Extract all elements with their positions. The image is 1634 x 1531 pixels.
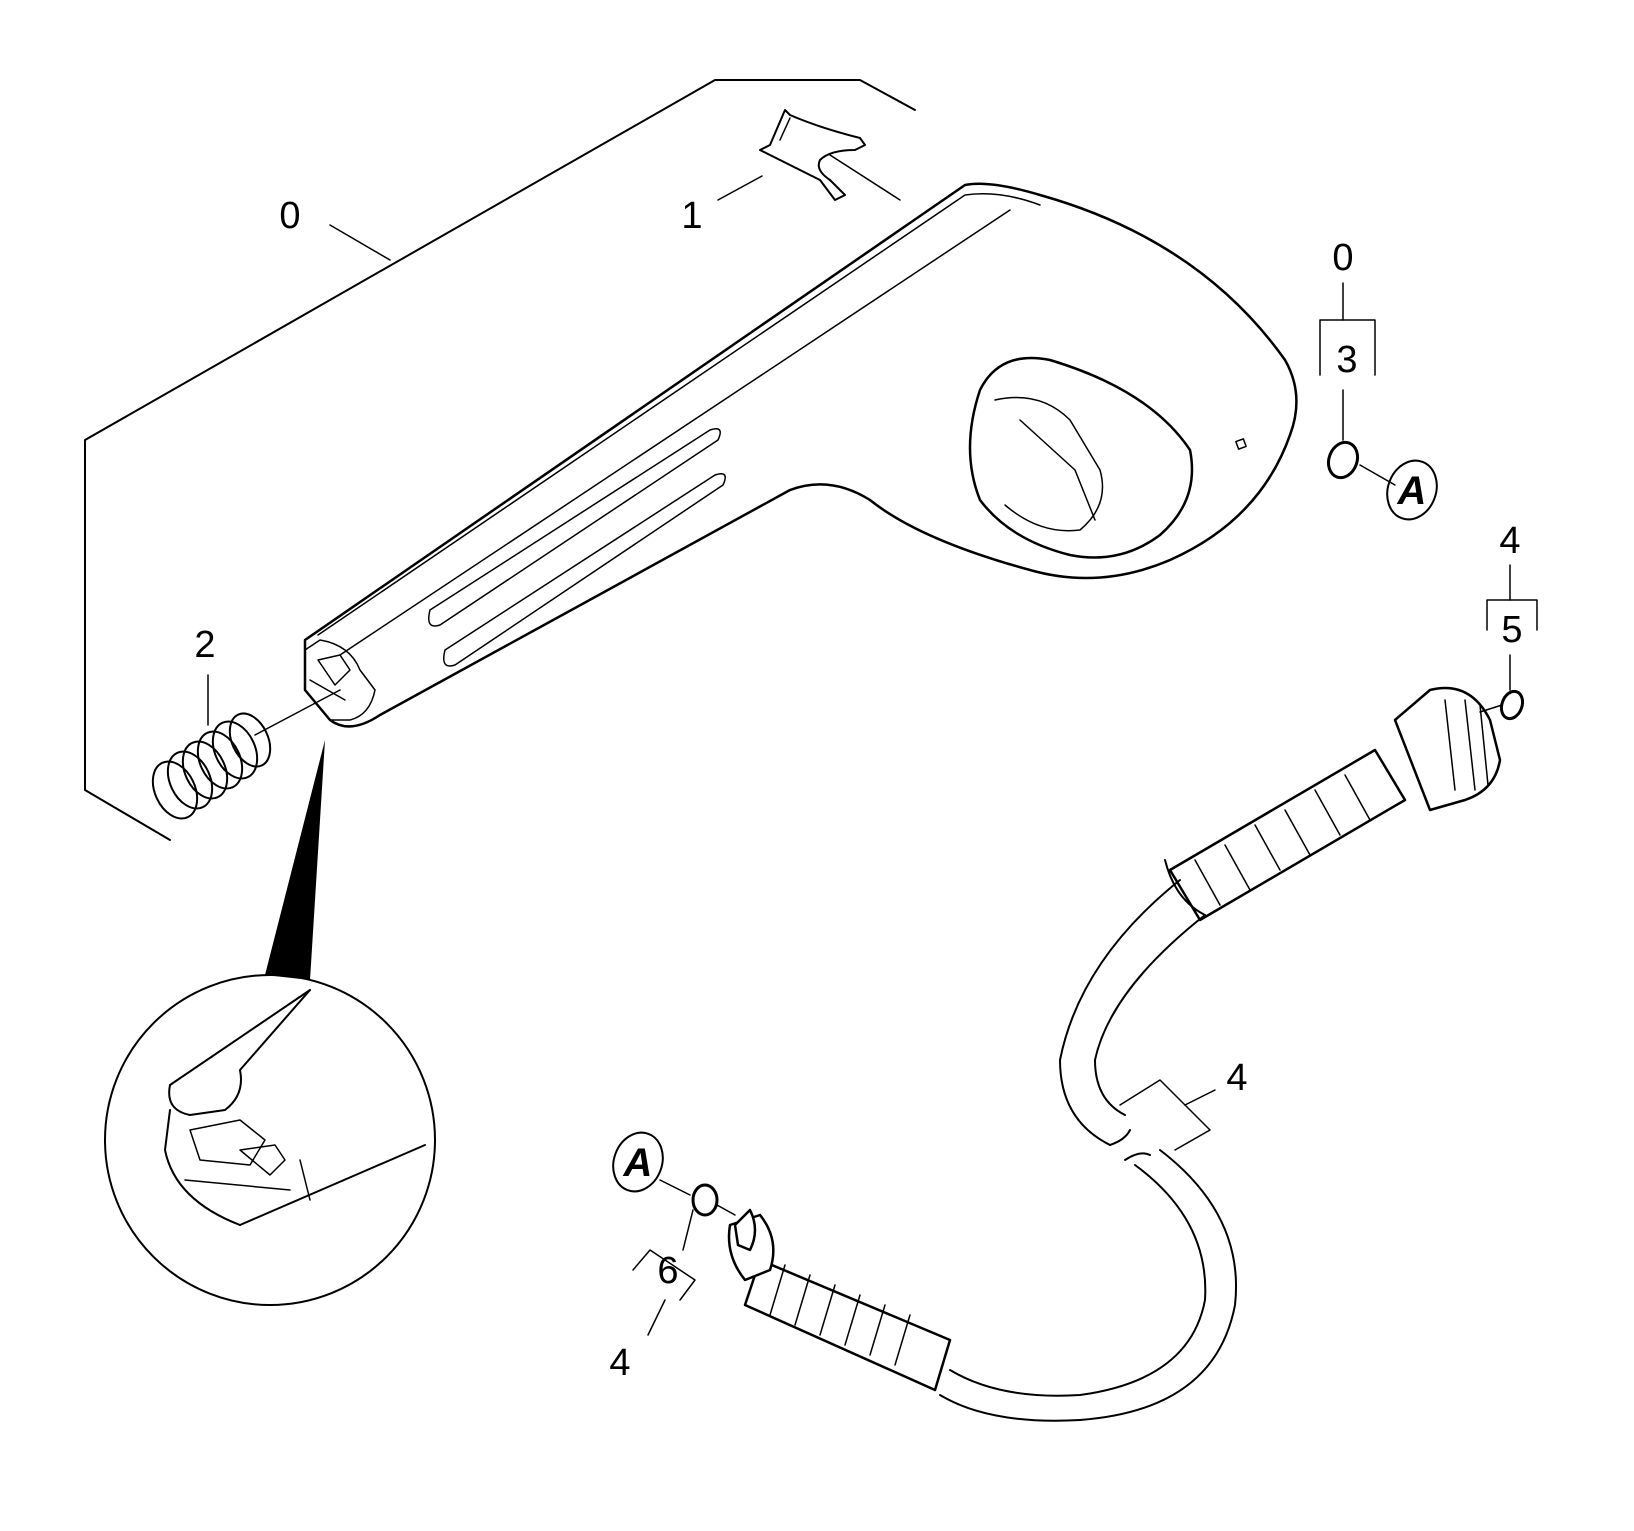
label-oring-top: 3 <box>1336 339 1357 381</box>
high-pressure-hose <box>727 686 1502 1422</box>
label-kit-main: 0 <box>279 195 300 237</box>
retaining-clip <box>759 109 901 201</box>
label-kit-oring-top: 0 <box>1332 237 1353 279</box>
connection-callout-bottom: A <box>612 1131 664 1193</box>
spring <box>151 689 341 820</box>
spray-gun-handle <box>303 182 1298 728</box>
label-hose: 4 <box>1226 1057 1247 1099</box>
label-hose-kit-bottom: 4 <box>609 1342 630 1384</box>
label-spring: 2 <box>194 624 215 666</box>
connection-callout-top: A <box>1386 459 1438 521</box>
detail-magnifier <box>104 974 436 1306</box>
detail-pointer <box>265 740 325 980</box>
o-ring-top <box>1326 440 1360 480</box>
o-ring-bottom <box>691 1183 736 1217</box>
label-hose-kit-top: 4 <box>1499 520 1520 562</box>
part-labels: 0 1 2 0 3 4 5 4 6 4 <box>194 195 1522 1384</box>
kit-bracket-outline <box>84 79 916 841</box>
label-clip: 1 <box>681 195 702 237</box>
label-oring-right: 5 <box>1501 609 1522 651</box>
label-oring-bottom: 6 <box>657 1250 678 1292</box>
leader-lines <box>207 175 1538 1336</box>
o-ring-right <box>1479 689 1525 721</box>
callout-letter-bottom: A <box>623 1141 653 1185</box>
callout-letter-top: A <box>1397 469 1427 513</box>
